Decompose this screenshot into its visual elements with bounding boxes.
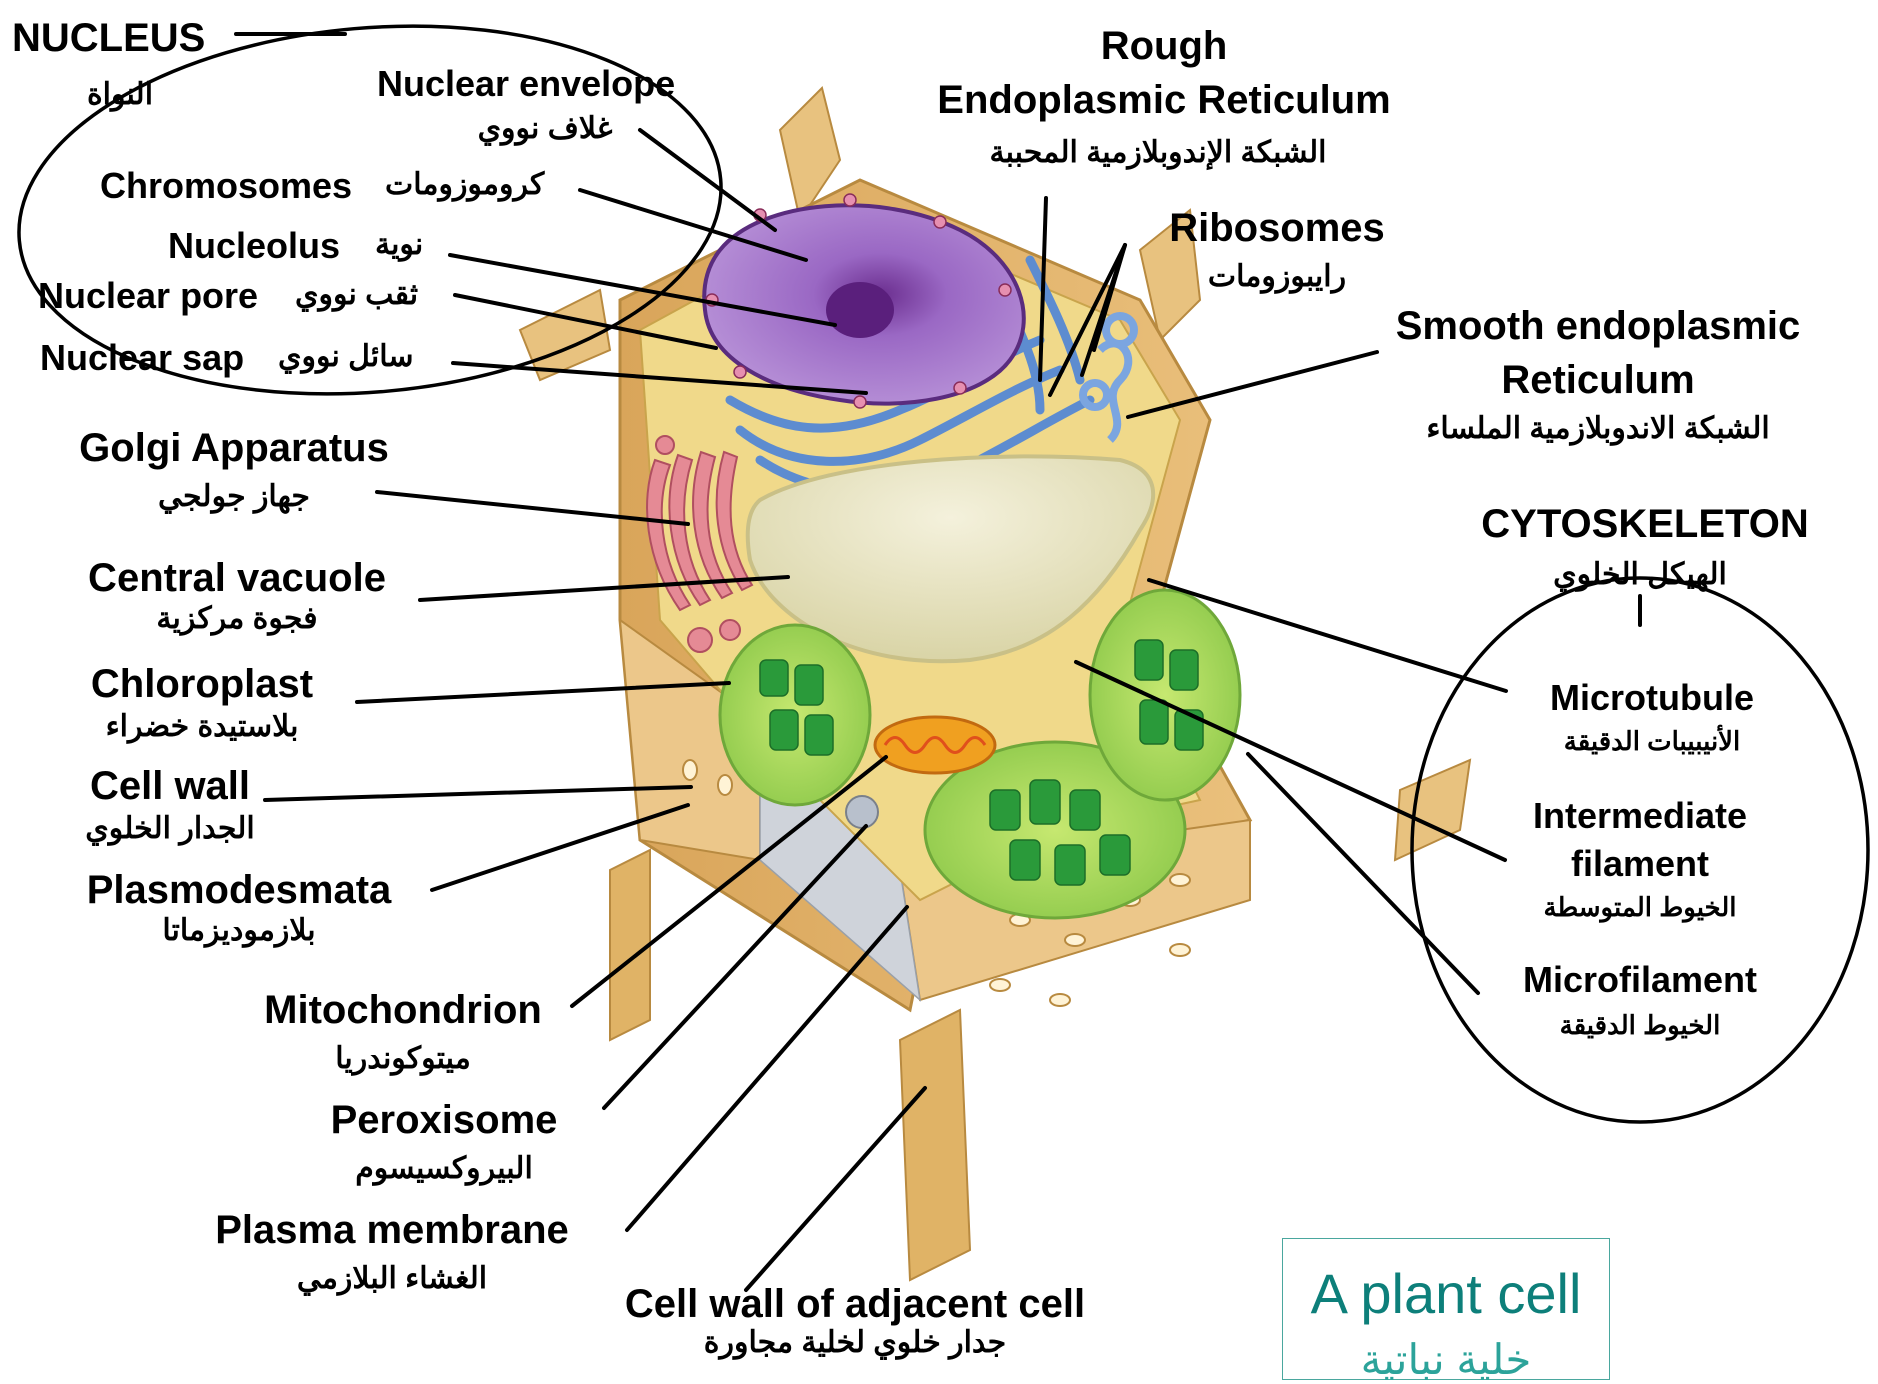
label-cytoskeleton-ar: الهيكل الخلوي — [1553, 560, 1727, 590]
label-nucleus-ar: النواة — [87, 80, 153, 110]
label-adjacent-wall-en: Cell wall of adjacent cell — [625, 1284, 1085, 1324]
label-smooth-er-en1: Smooth endoplasmic — [1396, 306, 1801, 346]
label-intermediate-filament-en1: Intermediate — [1533, 798, 1747, 834]
label-peroxisome-ar: البيروكسيسوم — [355, 1154, 533, 1184]
label-chromosomes-en: Chromosomes — [100, 168, 352, 204]
label-plasma-membrane-en: Plasma membrane — [215, 1210, 569, 1250]
label-golgi-en: Golgi Apparatus — [79, 428, 389, 468]
label-central-vacuole-ar: فجوة مركزية — [156, 604, 317, 634]
label-nuclear-sap-en: Nuclear sap — [40, 340, 244, 376]
label-nucleolus-ar: نوية — [375, 230, 423, 260]
label-microtubule-en: Microtubule — [1550, 680, 1754, 716]
label-nuclear-pore-ar: ثقب نووي — [295, 280, 418, 310]
label-ribosomes-en: Ribosomes — [1169, 208, 1385, 248]
label-rough-er-ar: الشبكة الإندوبلازمية المحببة — [990, 138, 1327, 168]
label-microfilament-ar: الخيوط الدقيقة — [1560, 1012, 1721, 1038]
label-nuclear-envelope-ar: غلاف نووي — [478, 114, 613, 144]
label-smooth-er-en2: Reticulum — [1501, 360, 1694, 400]
label-cell-wall-ar: الجدار الخلوي — [85, 814, 255, 844]
label-mitochondrion-ar: ميتوكوندريا — [335, 1044, 471, 1074]
label-nuclear-sap-ar: سائل نووي — [278, 342, 414, 372]
label-central-vacuole-en: Central vacuole — [88, 558, 386, 598]
label-ribosomes-ar: رايبوزومات — [1208, 262, 1346, 292]
label-nucleolus-en: Nucleolus — [168, 228, 340, 264]
title-ar: خلية نباتية — [1283, 1335, 1609, 1384]
title-en: A plant cell — [1283, 1261, 1609, 1326]
label-plasmodesmata-en: Plasmodesmata — [87, 870, 392, 910]
label-mitochondrion-en: Mitochondrion — [264, 990, 542, 1030]
label-nuclear-envelope-en: Nuclear envelope — [377, 66, 675, 102]
label-cytoskeleton-en: CYTOSKELETON — [1481, 504, 1808, 544]
label-plasma-membrane-ar: الغشاء البلازمي — [297, 1264, 487, 1294]
label-golgi-ar: جهاز جولجي — [158, 482, 310, 512]
label-rough-er-en2: Endoplasmic Reticulum — [937, 80, 1390, 120]
label-chloroplast-ar: بلاستيدة خضراء — [106, 712, 299, 742]
nucleolus-shape — [826, 282, 894, 338]
label-cell-wall-en: Cell wall — [90, 766, 250, 806]
label-microtubule-ar: الأنيبيبات الدقيقة — [1564, 728, 1740, 754]
label-nuclear-pore-en: Nuclear pore — [38, 278, 258, 314]
label-rough-er-en1: Rough — [1101, 26, 1228, 66]
label-intermediate-filament-en2: filament — [1571, 846, 1709, 882]
label-peroxisome-en: Peroxisome — [331, 1100, 558, 1140]
title-box: A plant cell خلية نباتية — [1282, 1238, 1610, 1380]
label-plasmodesmata-ar: بلازموديزماتا — [162, 916, 315, 946]
label-chromosomes-ar: كروموزومات — [385, 170, 544, 200]
peroxisome-shape — [846, 796, 878, 828]
label-smooth-er-ar: الشبكة الاندوبلازمية الملساء — [1426, 414, 1769, 444]
label-chloroplast-en: Chloroplast — [91, 664, 313, 704]
label-intermediate-filament-ar: الخيوط المتوسطة — [1544, 894, 1737, 920]
label-nucleus-en: NUCLEUS — [12, 18, 205, 58]
mitochondrion-shape — [875, 717, 995, 773]
label-microfilament-en: Microfilament — [1523, 962, 1757, 998]
label-adjacent-wall-ar: جدار خلوي لخلية مجاورة — [704, 1328, 1006, 1358]
